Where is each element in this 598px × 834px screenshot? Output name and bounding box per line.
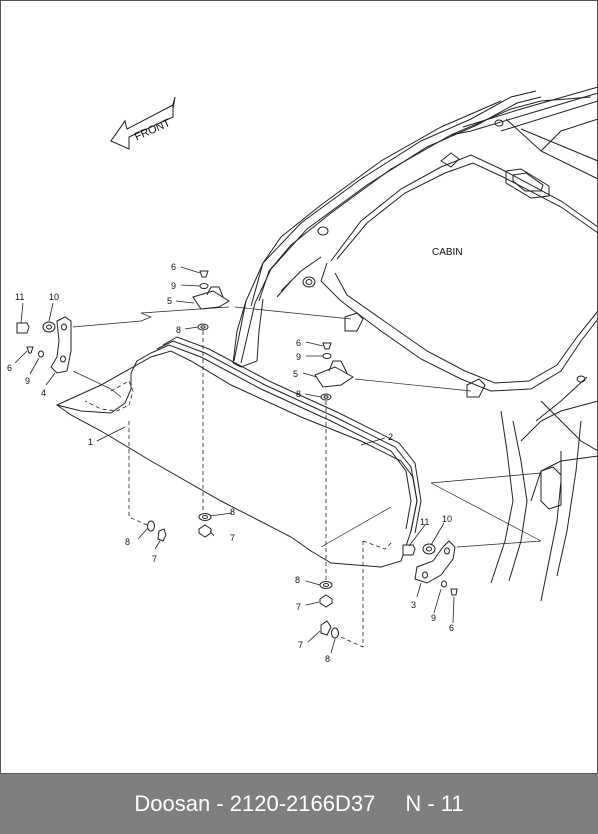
exploded-view-drawing: FRONT (7, 86, 598, 664)
part-label-10b: 10 (442, 514, 452, 524)
part-label-9d: 9 (431, 613, 436, 623)
part-label-8a: 8 (176, 325, 181, 335)
part-label-8f: 8 (325, 654, 330, 664)
part-label-3: 3 (411, 600, 416, 610)
clip-upper-left (192, 286, 230, 310)
part-label-9b: 9 (296, 352, 301, 362)
parts-diagram: FRONT (0, 0, 598, 774)
footer-brand: Doosan (134, 791, 211, 816)
part-label-1: 1 (88, 437, 93, 447)
part-label-8c: 8 (230, 507, 235, 517)
footer-separator: - (210, 791, 230, 816)
footer-part-number: 2120-2166D37 (229, 791, 376, 816)
footer-bar: Doosan - 2120-2166D37 N - 11 (0, 774, 598, 834)
part-label-5a: 5 (167, 296, 172, 306)
cover-panel (56, 350, 418, 568)
seal-strip (150, 336, 422, 534)
part-label-8b: 8 (296, 389, 301, 399)
part-label-6d: 6 (449, 623, 454, 633)
part-label-7b: 7 (230, 533, 235, 543)
part-label-10a: 10 (49, 292, 59, 302)
part-label-6c: 6 (7, 363, 12, 373)
assembly-lines (72, 306, 542, 548)
bracket-right (414, 540, 456, 584)
cabin-frame: CABIN (232, 86, 598, 602)
part-label-11a: 11 (15, 292, 24, 302)
part-label-9c: 9 (25, 376, 30, 386)
part-label-6b: 6 (296, 338, 301, 348)
part-label-7d: 7 (298, 640, 303, 650)
part-labels: 1 2 3 4 5 5 6 6 6 6 7 7 7 7 8 8 8 8 8 8 … (7, 262, 454, 664)
footer-page: N - 11 (405, 791, 464, 816)
part-label-5b: 5 (293, 369, 298, 379)
bracket-left (50, 316, 72, 374)
part-label-6a: 6 (171, 262, 176, 272)
part-label-9a: 9 (171, 281, 176, 291)
hidden-lines (84, 331, 394, 648)
fasteners (16, 270, 458, 639)
part-label-7c: 7 (296, 602, 301, 612)
clip-upper-right (314, 360, 354, 388)
cabin-label: CABIN (432, 247, 463, 258)
part-label-11b: 11 (420, 517, 429, 527)
part-label-4: 4 (41, 388, 46, 398)
part-label-8e: 8 (295, 575, 300, 585)
leader-lines (14, 266, 455, 654)
front-arrow: FRONT (110, 96, 176, 150)
part-label-7a: 7 (152, 554, 157, 564)
part-label-2: 2 (388, 432, 393, 442)
part-label-8d: 8 (125, 537, 130, 547)
